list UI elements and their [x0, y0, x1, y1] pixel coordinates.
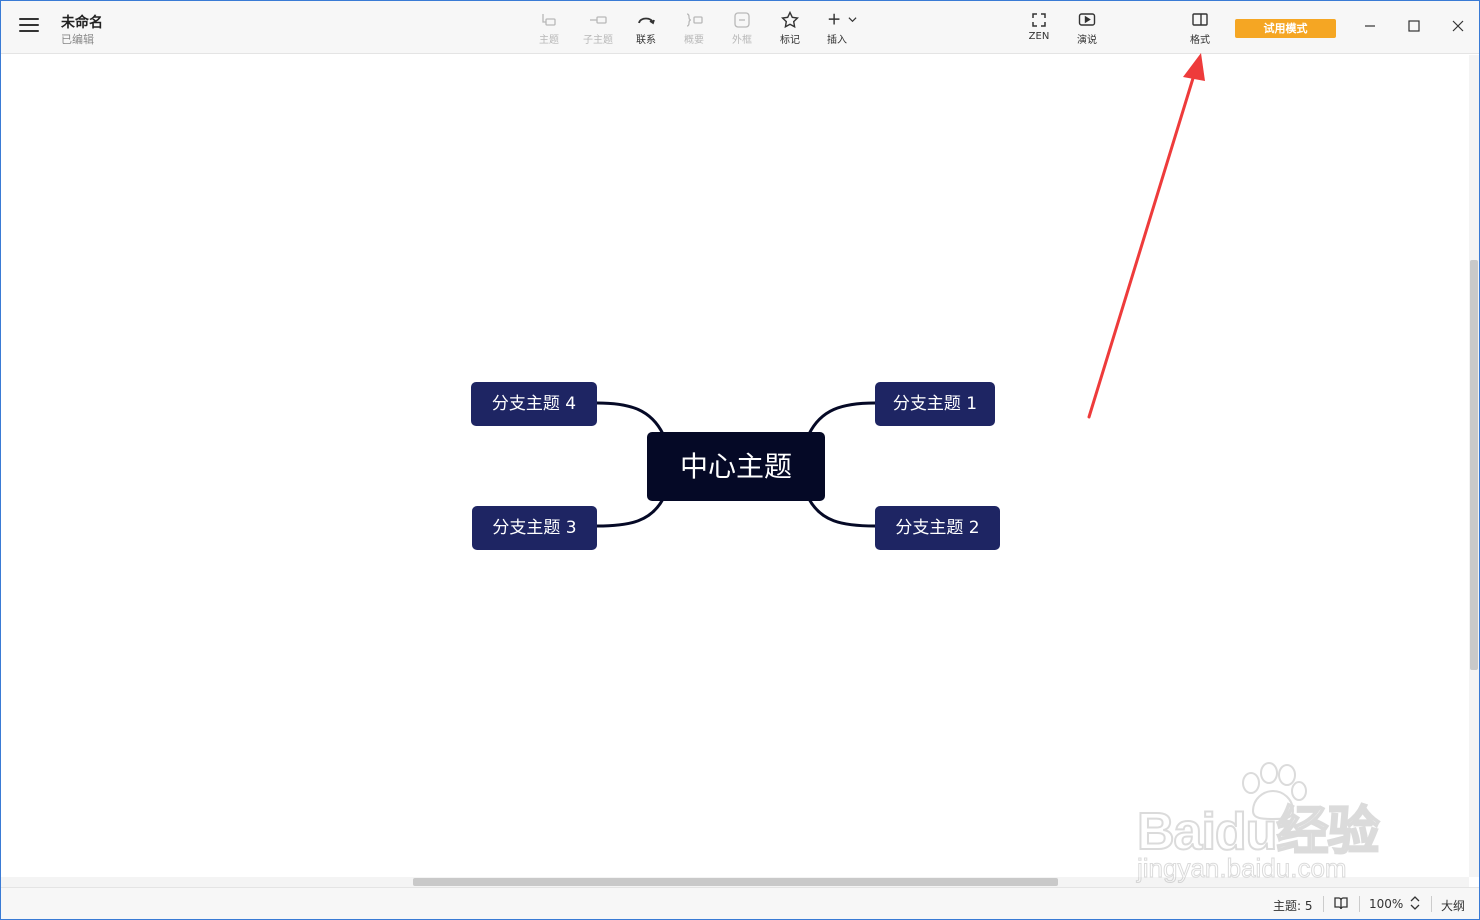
connector-branch-1 — [807, 401, 876, 435]
hamburger-menu-icon[interactable] — [19, 18, 39, 36]
branch-topic-1[interactable]: 分支主题 1 — [875, 382, 995, 426]
watermark-text: Baidu经验 — [1136, 802, 1380, 862]
document-status: 已编辑 — [61, 33, 94, 46]
central-topic[interactable]: 中心主题 — [647, 432, 825, 501]
tool-zen-label: ZEN — [1028, 31, 1050, 42]
close-icon[interactable] — [1451, 18, 1471, 38]
tool-format[interactable]: 格式 — [1177, 9, 1223, 49]
star-icon — [767, 9, 813, 29]
tool-marker[interactable]: 标记 — [767, 9, 813, 49]
topic-count: 主题: 5 — [1273, 899, 1313, 913]
top-toolbar: 未命名 已编辑 主题 子主题 联系 概要 — [1, 1, 1479, 54]
status-divider — [1431, 896, 1432, 912]
watermark-subtext: jingyan.baidu.com — [1137, 853, 1348, 884]
status-divider — [1359, 896, 1360, 912]
relationship-icon — [623, 9, 669, 29]
mindmap-canvas[interactable]: 中心主题 分支主题 4 分支主题 3 分支主题 1 分支主题 2 — [1, 55, 1469, 877]
status-bar: 主题: 5 100% 大纲 — [1, 887, 1479, 919]
paw-logo-icon — [1242, 762, 1307, 820]
vertical-scroll-thumb[interactable] — [1470, 260, 1478, 670]
tool-marker-label: 标记 — [780, 35, 800, 46]
minimize-icon[interactable] — [1363, 18, 1383, 38]
fullscreen-icon — [1016, 9, 1062, 29]
tool-insert-label: 插入 — [827, 35, 847, 46]
connector-branch-2 — [807, 498, 876, 528]
tool-topic[interactable]: 主题 — [526, 9, 572, 49]
tool-zen[interactable]: ZEN — [1016, 9, 1062, 49]
tool-format-label: 格式 — [1190, 35, 1210, 46]
tool-summary[interactable]: 概要 — [671, 9, 717, 49]
vertical-scrollbar[interactable] — [1469, 55, 1479, 877]
connector-branch-4 — [596, 401, 665, 435]
tool-pitch-label: 演说 — [1077, 35, 1097, 46]
book-icon[interactable] — [1333, 895, 1349, 914]
tool-boundary[interactable]: 外框 — [719, 9, 765, 49]
tool-subtopic[interactable]: 子主题 — [575, 9, 621, 49]
tool-insert[interactable]: 插入 — [817, 9, 867, 49]
branch-topic-2[interactable]: 分支主题 2 — [875, 506, 1000, 550]
tool-boundary-label: 外框 — [732, 35, 752, 46]
connector-branch-3 — [596, 498, 665, 528]
branch-topic-3[interactable]: 分支主题 3 — [472, 506, 597, 550]
summary-icon — [671, 9, 717, 29]
tool-subtopic-label: 子主题 — [583, 35, 613, 46]
watermark: Baidu经验 jingyan.baidu.com — [1131, 761, 1411, 891]
status-divider — [1323, 896, 1324, 912]
play-icon — [1064, 9, 1110, 29]
chevron-down-icon — [848, 17, 857, 23]
boundary-icon — [719, 9, 765, 29]
branch-connectors — [596, 401, 876, 528]
tool-relationship[interactable]: 联系 — [623, 9, 669, 49]
tool-topic-label: 主题 — [539, 35, 559, 46]
plus-icon — [817, 9, 867, 29]
tool-pitch[interactable]: 演说 — [1064, 9, 1110, 49]
tool-relationship-label: 联系 — [636, 35, 656, 46]
horizontal-scrollbar[interactable] — [1, 877, 1469, 887]
trial-mode-button[interactable]: 试用模式 — [1235, 19, 1336, 38]
horizontal-scroll-thumb[interactable] — [413, 878, 1058, 886]
tool-summary-label: 概要 — [684, 35, 704, 46]
branch-topic-4[interactable]: 分支主题 4 — [471, 382, 597, 426]
maximize-icon[interactable] — [1407, 18, 1427, 38]
format-panel-icon — [1177, 9, 1223, 29]
subtopic-icon — [575, 9, 621, 29]
document-title[interactable]: 未命名 — [61, 15, 103, 31]
zoom-level[interactable]: 100% — [1369, 897, 1404, 911]
zoom-stepper-icon[interactable] — [1409, 894, 1421, 915]
topic-icon — [526, 9, 572, 29]
outline-button[interactable]: 大纲 — [1441, 899, 1466, 913]
